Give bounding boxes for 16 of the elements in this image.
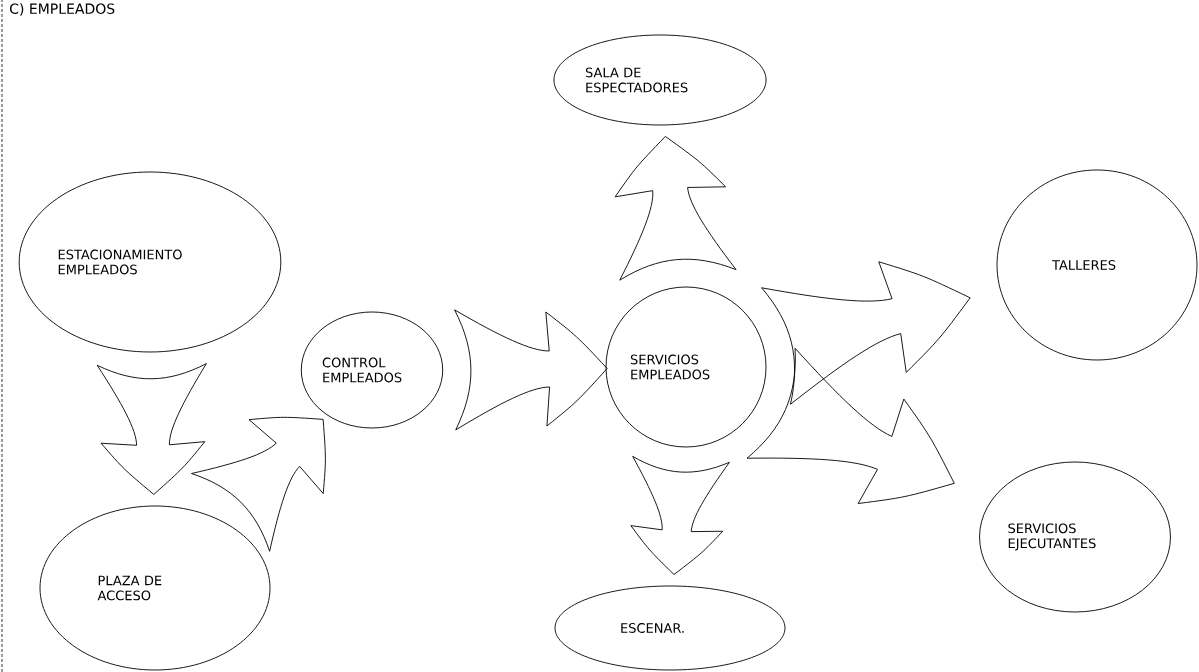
arrow (96, 363, 207, 495)
arrow (191, 416, 326, 552)
title: C) EMPLEADOS (10, 3, 115, 16)
ellipse-node: SERVICIOS EMPLEADOS (605, 286, 767, 448)
ellipse-node: SALA DE ESPECTADORES (553, 34, 767, 126)
ellipse-node: ESTACIONAMIENTO EMPLEADOS (18, 171, 282, 353)
arrow (614, 136, 737, 281)
arrow (761, 261, 971, 405)
ellipse-node: PLAZA DE ACCESO (39, 505, 271, 671)
ellipse-node: CONTROL EMPLEADOS (300, 311, 444, 429)
arrow (454, 309, 608, 431)
arrow (746, 347, 955, 504)
arrow (630, 455, 730, 575)
ellipse-node: SERVICIOS EJECUTANTES (979, 461, 1171, 613)
ellipse-node: TALLERES (996, 169, 1198, 361)
ellipse-node: ESCENAR. (554, 585, 786, 671)
